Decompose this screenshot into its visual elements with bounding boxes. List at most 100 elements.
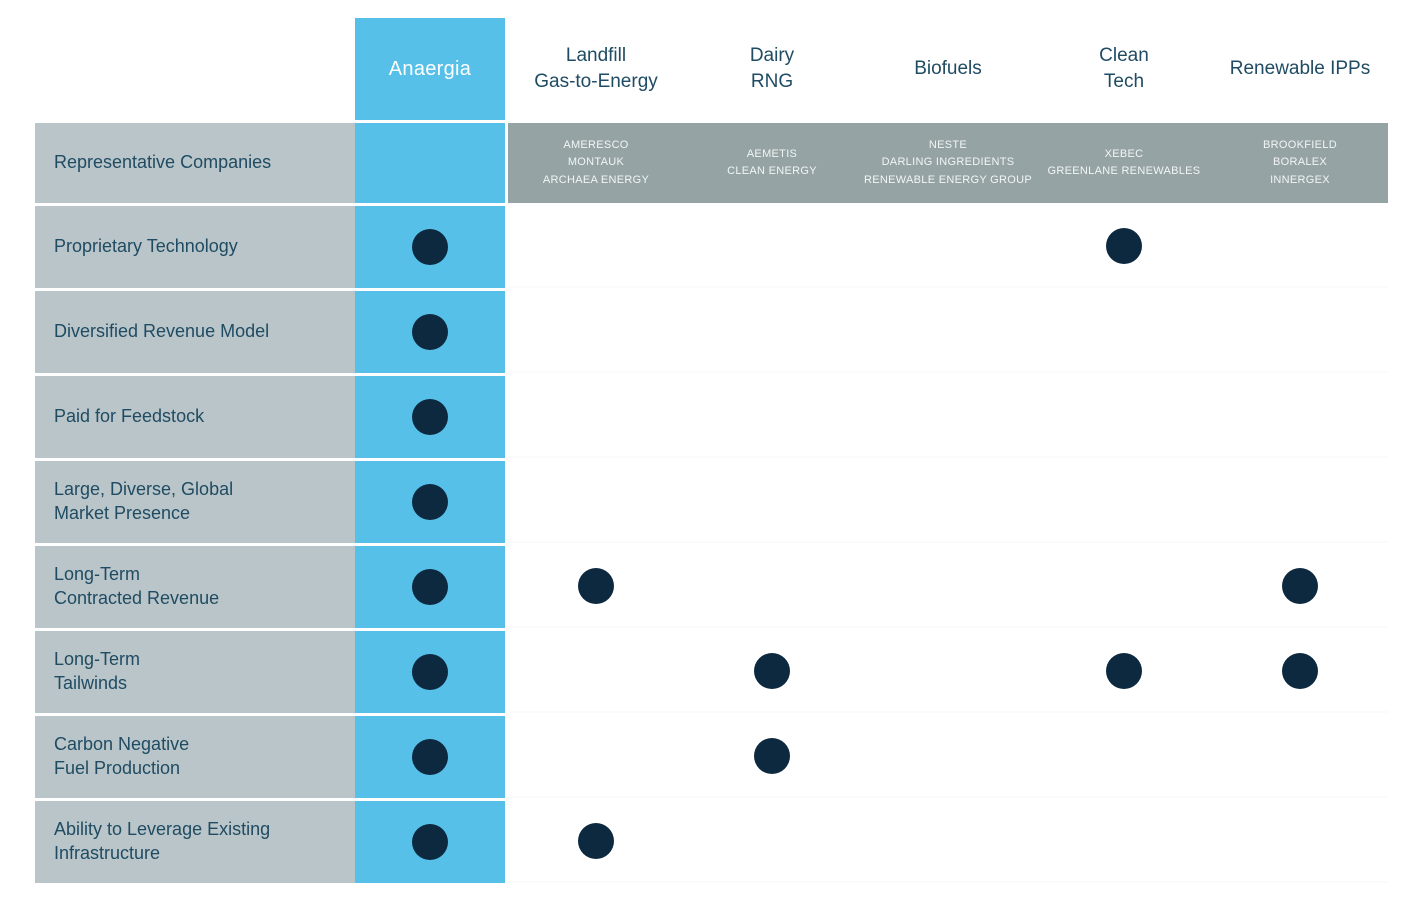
anaergia-cell [355,291,505,373]
cell-dairy-rng [684,716,860,798]
representative-companies-row: Representative Companies AMERESCO MONTAU… [35,123,1410,203]
attribute-row: Long-Term Tailwinds [35,631,1410,713]
presence-dot [412,229,448,265]
presence-dot [412,569,448,605]
competitor-cells [508,206,1388,288]
cell-dairy-rng [684,291,860,373]
anaergia-cell [355,376,505,458]
anaergia-cell [355,461,505,543]
representative-companies-dairy-rng: AEMETIS CLEAN ENERGY [684,123,860,203]
cell-clean-tech [1036,206,1212,288]
cell-biofuels [860,461,1036,543]
presence-dot [1282,653,1318,689]
anaergia-column-header: Anaergia [355,18,505,120]
competitor-cells [508,631,1388,713]
anaergia-cell [355,716,505,798]
attribute-label: Paid for Feedstock [35,376,355,458]
competitor-cells [508,801,1388,883]
competitor-cells [508,546,1388,628]
presence-dot [412,824,448,860]
attribute-label: Carbon Negative Fuel Production [35,716,355,798]
presence-dot [412,314,448,350]
anaergia-cell [355,631,505,713]
cell-clean-tech [1036,376,1212,458]
cell-clean-tech [1036,801,1212,883]
presence-dot [412,399,448,435]
anaergia-cell [355,546,505,628]
presence-dot [412,739,448,775]
attribute-row: Diversified Revenue Model [35,291,1410,373]
representative-companies-renewable-ipps: BROOKFIELD BORALEX INNERGEX [1212,123,1388,203]
column-header-landfill-gas-to-energy: Landfill Gas-to-Energy [534,45,658,92]
presence-dot [412,654,448,690]
cell-clean-tech [1036,716,1212,798]
attribute-row: Proprietary Technology [35,206,1410,288]
competitor-cells [508,291,1388,373]
column-header-clean-tech: Clean Tech [1099,45,1149,92]
cell-landfill-gas-to-energy [508,376,684,458]
cell-biofuels [860,546,1036,628]
cell-dairy-rng [684,801,860,883]
cell-renewable-ipps [1212,801,1388,883]
anaergia-cell [355,206,505,288]
representative-companies-row-label: Representative Companies [35,123,355,203]
cell-renewable-ipps [1212,716,1388,798]
representative-companies-list: NESTE DARLING INGREDIENTS RENEWABLE ENER… [864,139,1032,186]
cell-landfill-gas-to-energy [508,716,684,798]
attribute-label: Proprietary Technology [35,206,355,288]
cell-biofuels [860,376,1036,458]
header-row: Anaergia Landfill Gas-to-Energy Dairy RNG… [35,18,1410,120]
competitor-cells [508,716,1388,798]
cell-dairy-rng [684,631,860,713]
attribute-label: Large, Diverse, Global Market Presence [35,461,355,543]
representative-companies-list: XEBEC GREENLANE RENEWABLES [1047,147,1201,177]
column-header-dairy-rng: Dairy RNG [749,45,795,92]
cell-landfill-gas-to-energy [508,801,684,883]
cell-dairy-rng [684,461,860,543]
cell-renewable-ipps [1212,291,1388,373]
representative-companies-list: AMERESCO MONTAUK ARCHAEA ENERGY [542,139,650,186]
presence-dot [754,738,790,774]
cell-landfill-gas-to-energy [508,206,684,288]
cell-renewable-ipps [1212,546,1388,628]
cell-landfill-gas-to-energy [508,461,684,543]
cell-clean-tech [1036,461,1212,543]
attribute-label: Diversified Revenue Model [35,291,355,373]
cell-biofuels [860,291,1036,373]
presence-dot [1106,653,1142,689]
presence-dot [1282,568,1318,604]
anaergia-representative-companies-cell [355,123,505,203]
anaergia-cell [355,801,505,883]
attribute-label: Long-Term Contracted Revenue [35,546,355,628]
presence-dot [1106,228,1142,264]
competitor-column-headers: Landfill Gas-to-Energy Dairy RNG Biofuels C… [508,18,1388,120]
column-header-biofuels: Biofuels [914,58,982,80]
cell-renewable-ipps [1212,376,1388,458]
cell-dairy-rng [684,546,860,628]
attribute-label: Ability to Leverage Existing Infrastruct… [35,801,355,883]
cell-renewable-ipps [1212,206,1388,288]
attribute-row: Paid for Feedstock [35,376,1410,458]
presence-dot [412,484,448,520]
cell-landfill-gas-to-energy [508,631,684,713]
attribute-label: Long-Term Tailwinds [35,631,355,713]
cell-landfill-gas-to-energy [508,546,684,628]
cell-renewable-ipps [1212,461,1388,543]
attribute-row: Carbon Negative Fuel Production [35,716,1410,798]
cell-landfill-gas-to-energy [508,291,684,373]
attribute-row: Large, Diverse, Global Market Presence [35,461,1410,543]
presence-dot [578,823,614,859]
cell-renewable-ipps [1212,631,1388,713]
cell-dairy-rng [684,376,860,458]
header-row-label-spacer [35,18,355,120]
attribute-row: Long-Term Contracted Revenue [35,546,1410,628]
cell-clean-tech [1036,546,1212,628]
competitor-cells [508,376,1388,458]
cell-clean-tech [1036,291,1212,373]
attribute-row: Ability to Leverage Existing Infrastruct… [35,801,1410,883]
cell-biofuels [860,206,1036,288]
representative-companies-clean-tech: XEBEC GREENLANE RENEWABLES [1036,123,1212,203]
column-header-renewable-ipps: Renewable IPPs [1229,58,1371,80]
